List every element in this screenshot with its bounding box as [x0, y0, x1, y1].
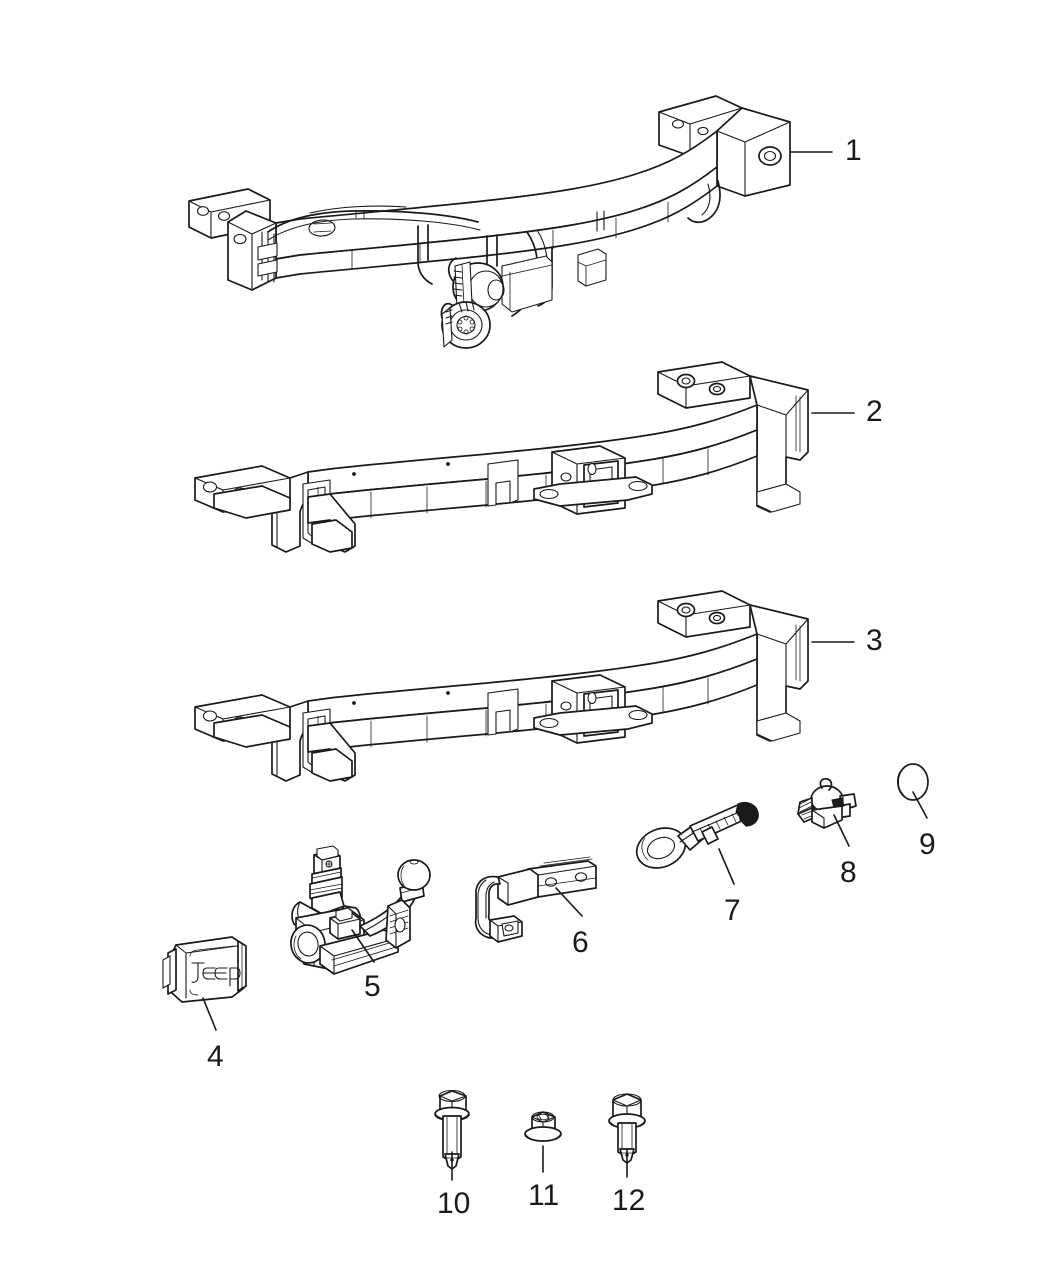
callout-number-12: 12 — [612, 1184, 646, 1217]
callout-number-1: 1 — [845, 134, 862, 167]
callout-number-6: 6 — [572, 926, 589, 959]
part-6-drawbar-ball-mount — [474, 856, 597, 943]
callout-number-5: 5 — [364, 970, 381, 1003]
jeep-logo-badge — [191, 962, 241, 987]
part-5-detachable-tow-ball-assembly — [290, 845, 431, 975]
part-10-hex-flange-bolt-long — [434, 1089, 470, 1170]
part-7-tow-eye-hook — [635, 801, 759, 869]
part-2-trailer-hitch-receiver-bar-upper — [194, 361, 809, 553]
leader-line-7 — [718, 848, 735, 885]
callout-leader-lines — [202, 151, 928, 1181]
leader-line-4 — [202, 997, 217, 1031]
part-11-hex-flange-nut — [524, 1111, 562, 1142]
callout-number-7: 7 — [724, 894, 741, 927]
callout-number-11: 11 — [528, 1179, 560, 1212]
leader-line-9 — [912, 791, 928, 819]
part-12-hex-flange-bolt-short — [608, 1093, 646, 1164]
callout-number-2: 2 — [866, 395, 883, 428]
leader-line-8 — [833, 814, 850, 847]
callout-number-10: 10 — [437, 1187, 471, 1220]
part-1-hitch-crossmember-with-wiring-harness — [188, 95, 791, 349]
part-4-hitch-receiver-cover-plug — [162, 936, 247, 1003]
callout-number-9: 9 — [919, 828, 936, 861]
leader-line-6 — [555, 887, 583, 917]
part-8-wiring-connector-retainer-bracket — [797, 778, 857, 829]
part-3-trailer-hitch-receiver-bar-lower — [194, 590, 809, 782]
leader-line-5 — [351, 929, 375, 963]
callout-number-8: 8 — [840, 856, 857, 889]
part-9-oval-access-hole-plug — [897, 763, 929, 801]
callout-number-3: 3 — [866, 624, 883, 657]
callout-number-4: 4 — [207, 1040, 224, 1073]
